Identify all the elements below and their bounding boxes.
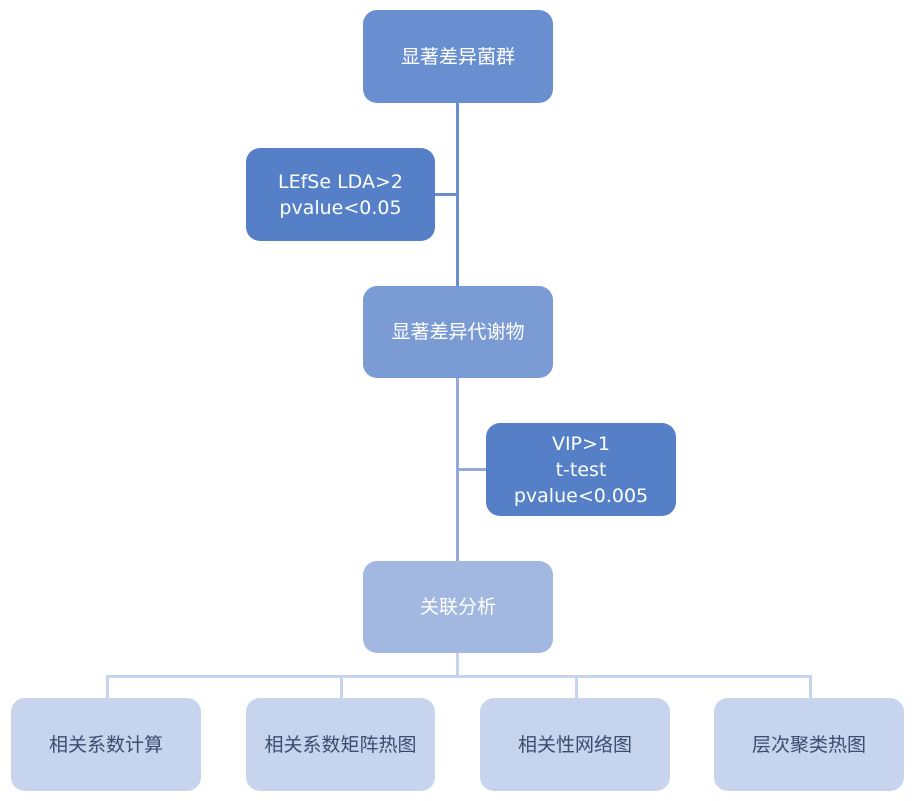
node-significant-taxa: 显著差异菌群 <box>363 10 553 103</box>
leaf-correlation-network: 相关性网络图 <box>480 698 670 791</box>
connector-leaf-bus <box>106 675 812 678</box>
connector-lefse-branch <box>435 193 457 196</box>
connector-leaf-4 <box>809 675 812 698</box>
node-correlation-analysis: 关联分析 <box>363 561 553 653</box>
connector-taxa-to-metabolites <box>456 103 459 286</box>
connector-correlation-stem <box>456 653 459 676</box>
leaf-hierarchical-cluster-heatmap: 层次聚类热图 <box>714 698 904 791</box>
connector-leaf-2 <box>340 675 343 698</box>
connector-leaf-3 <box>575 675 578 698</box>
connector-metabolites-to-correlation <box>456 378 459 561</box>
node-lefse-criteria: LEfSe LDA>2 pvalue<0.05 <box>246 148 435 241</box>
leaf-correlation-matrix-heatmap: 相关系数矩阵热图 <box>246 698 435 791</box>
connector-leaf-1 <box>106 675 109 698</box>
node-significant-metabolites: 显著差异代谢物 <box>363 286 553 378</box>
connector-vip-branch <box>458 468 486 471</box>
node-vip-criteria: VIP>1 t-test pvalue<0.005 <box>486 423 676 516</box>
leaf-correlation-coefficient: 相关系数计算 <box>11 698 201 791</box>
